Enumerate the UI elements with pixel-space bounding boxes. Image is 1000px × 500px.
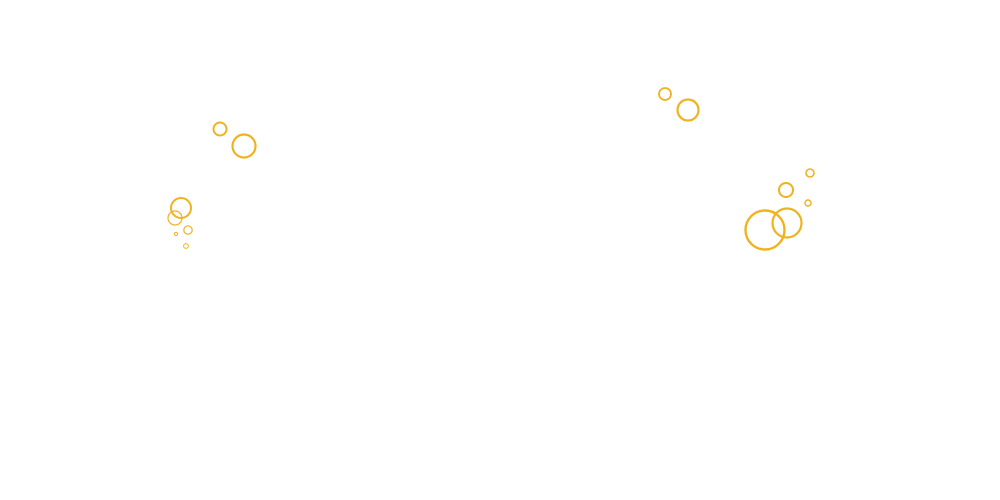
bubble-icon: [676, 98, 700, 122]
bubble-icon: [170, 197, 192, 219]
bubble-cluster-upper-left: [212, 121, 257, 159]
bubble-cluster-left: [167, 197, 193, 249]
bubble-icon: [183, 243, 189, 249]
bubble-icon: [231, 133, 257, 159]
bubble-icon: [167, 210, 183, 226]
bubble-cluster-right: [744, 168, 815, 251]
bubble-icon: [658, 87, 672, 101]
bubble-icon: [804, 199, 812, 207]
bubble-icon: [778, 182, 794, 198]
bubble-icon: [744, 209, 786, 251]
bubble-icon: [805, 168, 815, 178]
bubble-icon: [183, 225, 193, 235]
bubble-cluster-upper-right: [658, 87, 700, 122]
bubble-icon: [212, 121, 228, 137]
bubble-icon: [771, 207, 803, 239]
bubble-icon: [173, 231, 179, 237]
